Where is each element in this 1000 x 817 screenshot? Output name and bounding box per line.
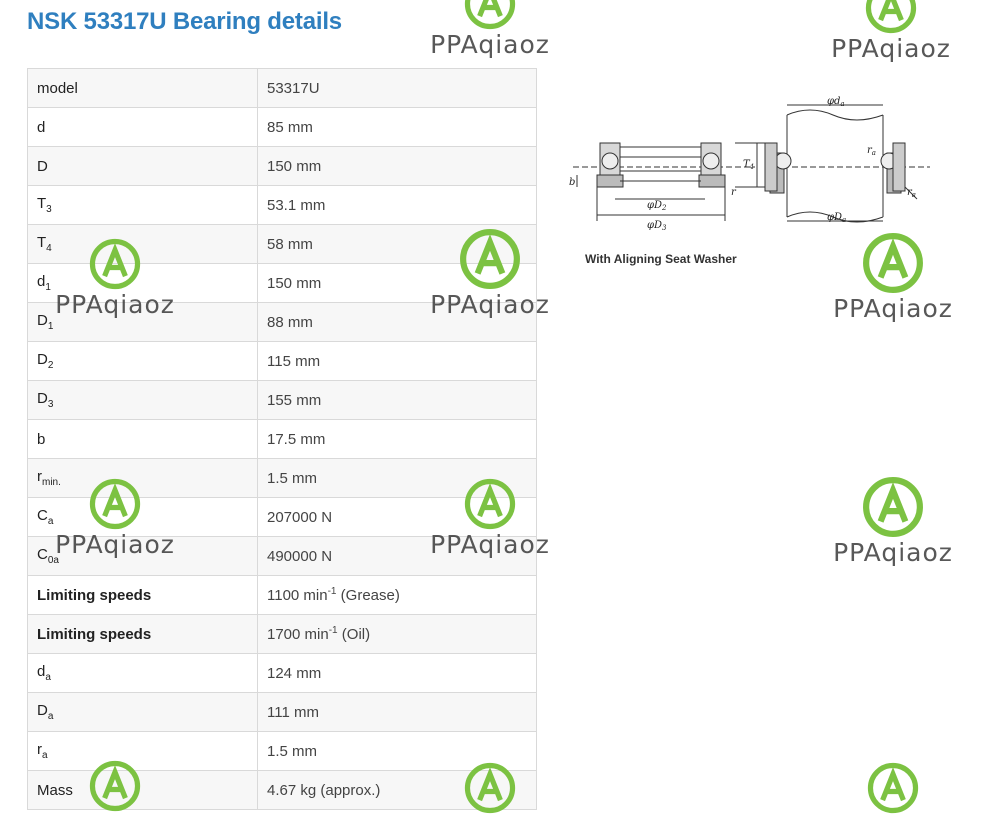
- watermark: [828, 762, 958, 814]
- table-row: Ca 207000 N: [27, 497, 537, 537]
- spec-value: 115 mm: [257, 341, 537, 381]
- svg-text:r: r: [731, 187, 737, 198]
- spec-value: 1.5 mm: [257, 458, 537, 498]
- spec-value: 155 mm: [257, 380, 537, 420]
- spec-value: 58 mm: [257, 224, 537, 264]
- spec-value: 150 mm: [257, 263, 537, 303]
- spec-key: ra: [27, 731, 258, 771]
- spec-key: D1: [27, 302, 258, 342]
- spec-key: Limiting speeds: [27, 575, 258, 615]
- svg-text:φda: φda: [827, 96, 845, 108]
- table-row: d1 150 mm: [27, 263, 537, 303]
- spec-value: 1700 min-1 (Oil): [257, 614, 537, 654]
- table-row: D 150 mm: [27, 146, 537, 186]
- spec-key: T3: [27, 185, 258, 225]
- table-row: T4 58 mm: [27, 224, 537, 264]
- spec-key: Mass: [27, 770, 258, 810]
- spec-value: 53317U: [257, 68, 537, 108]
- bearing-diagram: φda T4 b r φD2 φD3 φDa ra ra: [569, 96, 930, 232]
- watermark: PPAqiaoz: [828, 232, 958, 323]
- svg-text:ra: ra: [867, 145, 876, 157]
- table-row: Limiting speeds 1700 min-1 (Oil): [27, 614, 537, 654]
- spec-key: d: [27, 107, 258, 147]
- watermark-logo-icon: [464, 0, 516, 30]
- spec-key: b: [27, 419, 258, 459]
- svg-text:φD3: φD3: [647, 220, 667, 232]
- spec-key: C0a: [27, 536, 258, 576]
- table-row: D3 155 mm: [27, 380, 537, 420]
- spec-value: 111 mm: [257, 692, 537, 732]
- table-row: Mass 4.67 kg (approx.): [27, 770, 537, 810]
- spec-value: 53.1 mm: [257, 185, 537, 225]
- spec-key: D3: [27, 380, 258, 420]
- table-row: model 53317U: [27, 68, 537, 108]
- table-row: Limiting speeds 1100 min-1 (Grease): [27, 575, 537, 615]
- watermark: PPAqiaoz: [425, 0, 555, 59]
- svg-text:φD2: φD2: [647, 200, 667, 212]
- spec-key: Ca: [27, 497, 258, 537]
- spec-value: 1100 min-1 (Grease): [257, 575, 537, 615]
- svg-text:ra: ra: [907, 187, 916, 199]
- spec-key: d1: [27, 263, 258, 303]
- spec-value: 490000 N: [257, 536, 537, 576]
- svg-text:φDa: φDa: [827, 212, 846, 224]
- table-row: T3 53.1 mm: [27, 185, 537, 225]
- watermark-logo-icon: [863, 233, 923, 293]
- spec-value: 150 mm: [257, 146, 537, 186]
- table-row: b 17.5 mm: [27, 419, 537, 459]
- spec-key: model: [27, 68, 258, 108]
- page-title: NSK 53317U Bearing details: [27, 8, 342, 35]
- spec-key: D: [27, 146, 258, 186]
- table-row: C0a 490000 N: [27, 536, 537, 576]
- watermark-logo-icon: [865, 0, 917, 34]
- svg-text:T4: T4: [743, 159, 754, 171]
- watermark: PPAqiaoz: [828, 476, 958, 567]
- watermark-logo-icon: [867, 762, 919, 814]
- spec-key: da: [27, 653, 258, 693]
- watermark: PPAqiaoz: [826, 0, 956, 63]
- spec-value: 4.67 kg (approx.): [257, 770, 537, 810]
- table-row: D1 88 mm: [27, 302, 537, 342]
- diagram-caption: With Aligning Seat Washer: [585, 252, 737, 266]
- spec-key: T4: [27, 224, 258, 264]
- spec-value: 85 mm: [257, 107, 537, 147]
- spec-key: rmin.: [27, 458, 258, 498]
- spec-value: 17.5 mm: [257, 419, 537, 459]
- spec-value: 124 mm: [257, 653, 537, 693]
- svg-text:b: b: [569, 177, 575, 188]
- table-row: rmin. 1.5 mm: [27, 458, 537, 498]
- watermark-logo-icon: [863, 477, 923, 537]
- spec-value: 207000 N: [257, 497, 537, 537]
- spec-value: 88 mm: [257, 302, 537, 342]
- spec-key: Da: [27, 692, 258, 732]
- table-row: d 85 mm: [27, 107, 537, 147]
- table-row: Da 111 mm: [27, 692, 537, 732]
- spec-key: D2: [27, 341, 258, 381]
- table-row: ra 1.5 mm: [27, 731, 537, 771]
- table-row: D2 115 mm: [27, 341, 537, 381]
- spec-key: Limiting speeds: [27, 614, 258, 654]
- specs-table: model 53317U d 85 mm D 150 mm T3 53.1 mm…: [27, 68, 537, 810]
- table-row: da 124 mm: [27, 653, 537, 693]
- spec-value: 1.5 mm: [257, 731, 537, 771]
